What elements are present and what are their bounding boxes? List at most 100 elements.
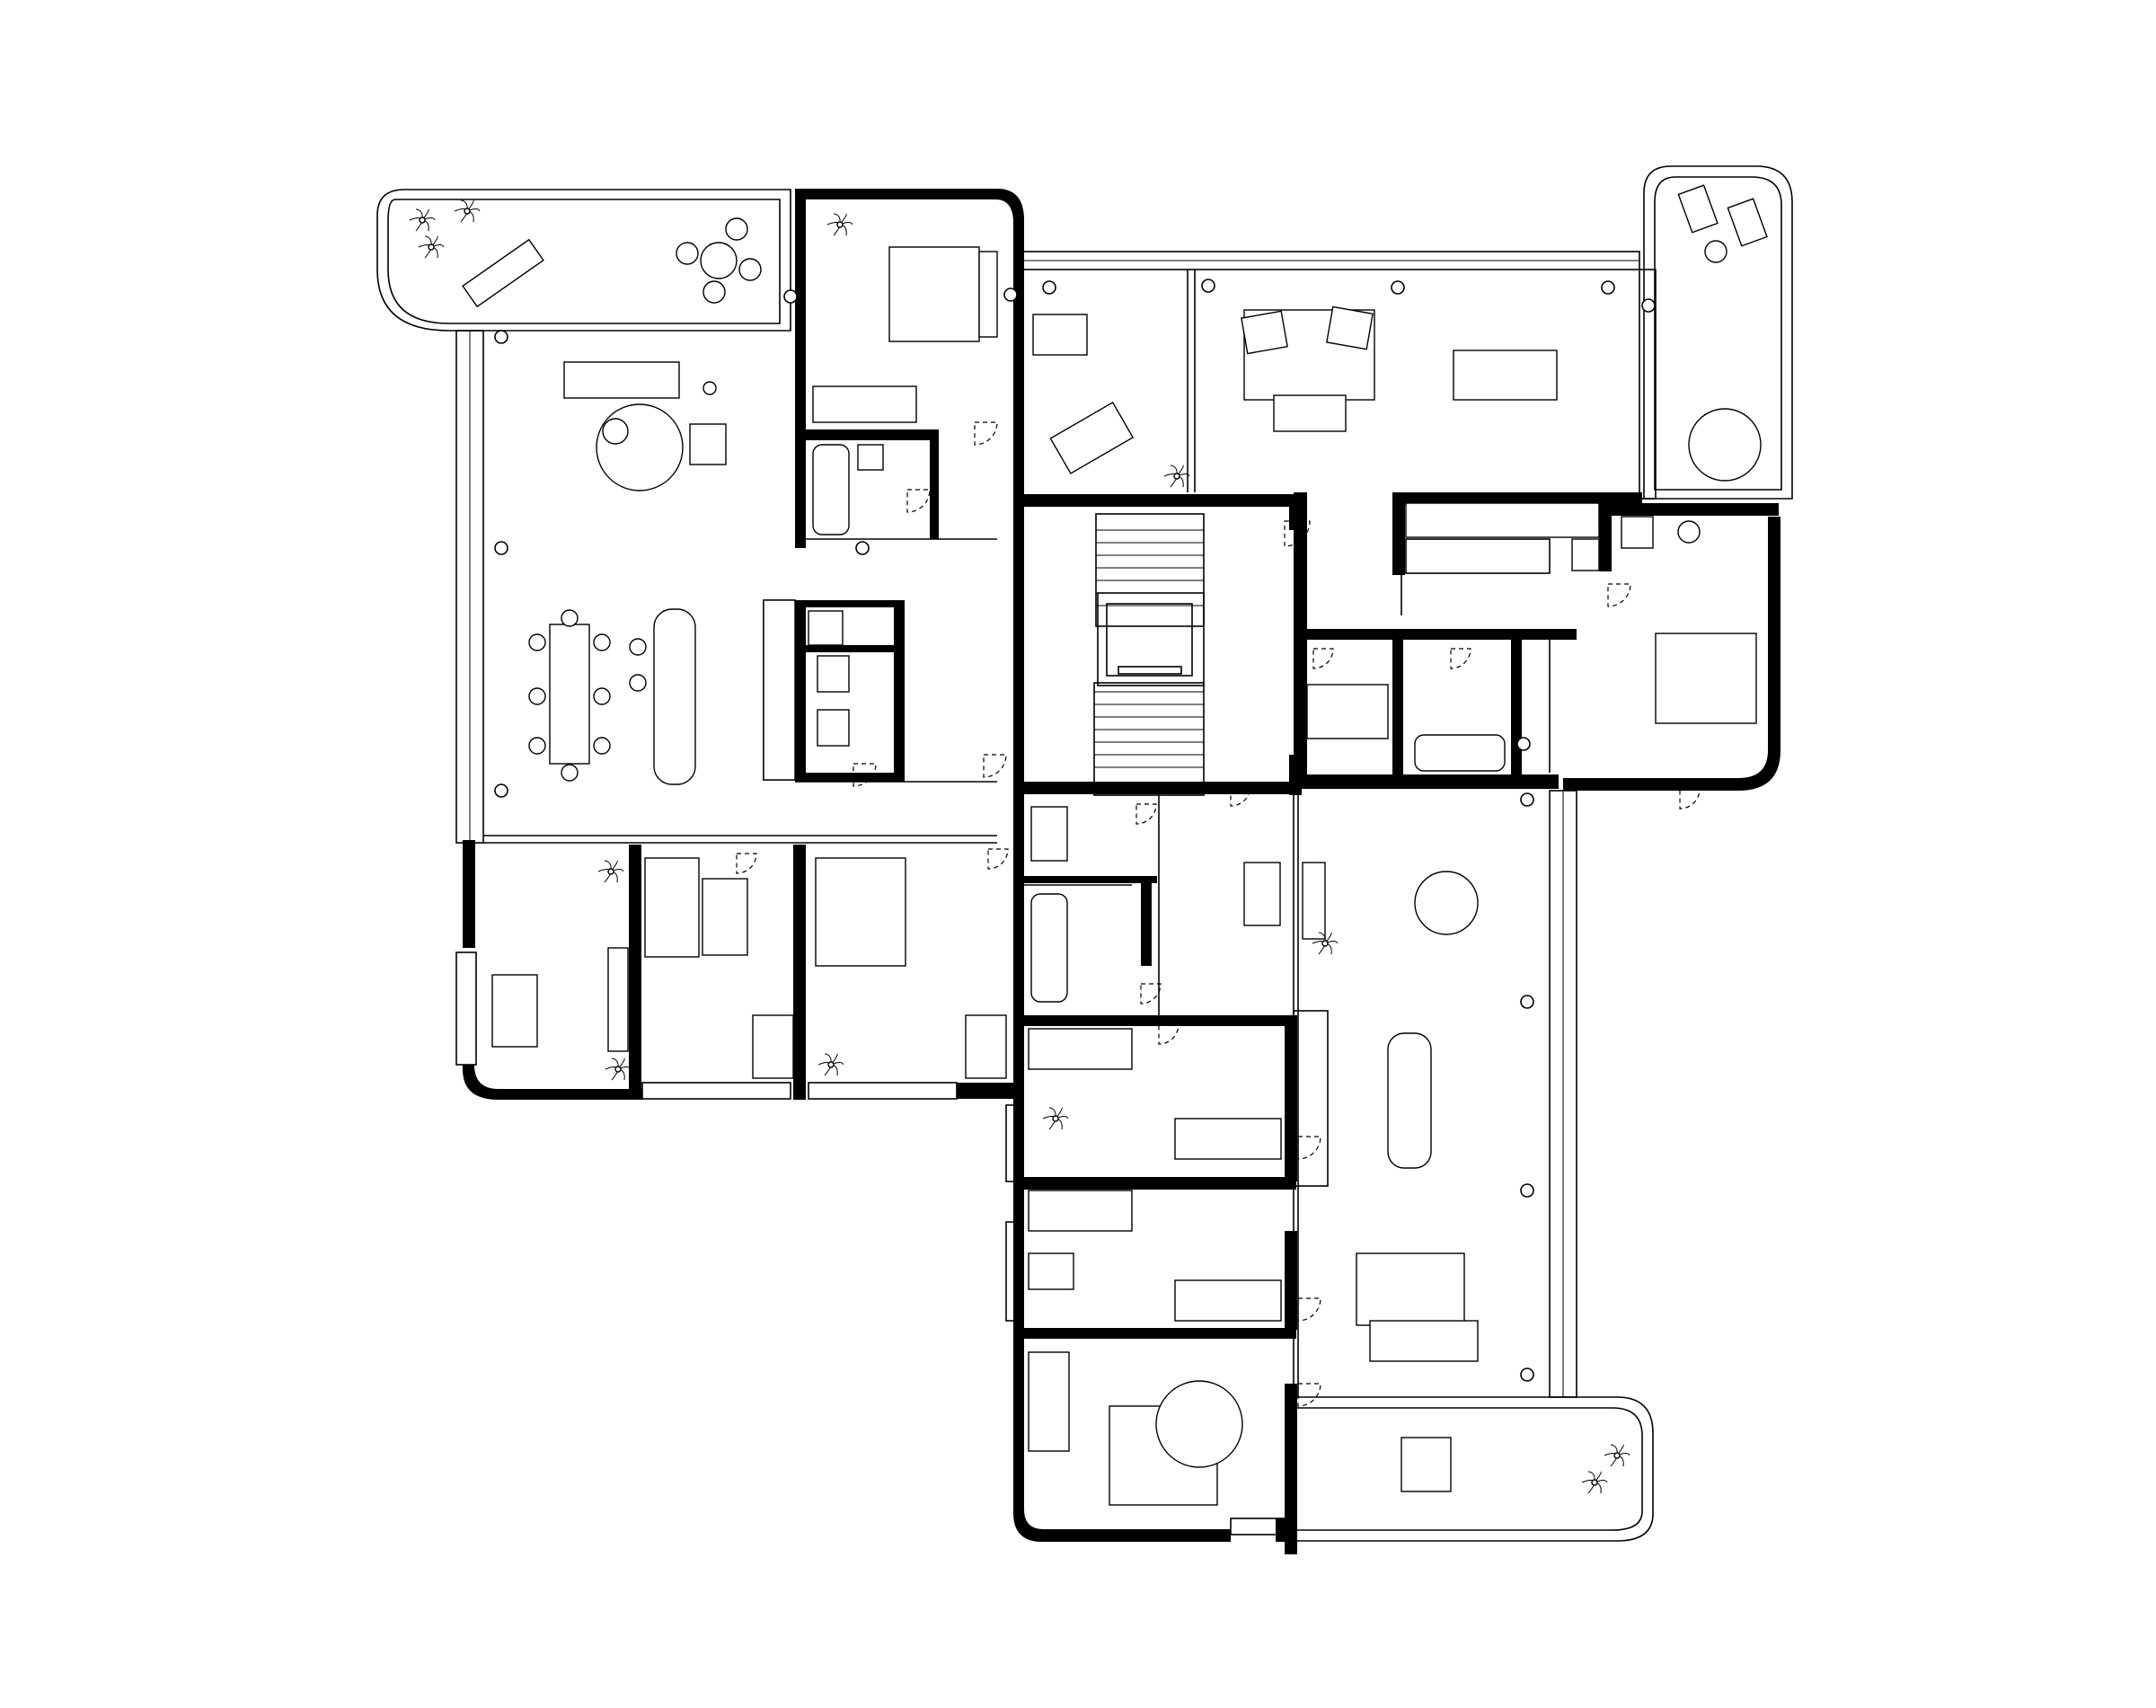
plant-icon [826, 213, 853, 236]
column [494, 330, 508, 344]
sink [857, 444, 884, 471]
plant-icon [1312, 932, 1339, 955]
desk [1028, 1252, 1074, 1290]
door-swing [1230, 785, 1251, 807]
wardrobe [1028, 1028, 1133, 1070]
round-table-with-chairs [676, 217, 762, 304]
dining-chair [528, 737, 546, 755]
plant-pot [1613, 1452, 1621, 1459]
door-swing [987, 848, 1009, 870]
door-swing [1297, 1136, 1321, 1160]
double-bed [1655, 633, 1757, 724]
door-swing [1158, 1023, 1180, 1045]
double-bed [888, 246, 980, 342]
single-bed [1174, 1279, 1282, 1322]
plant-pot [1591, 1479, 1598, 1486]
armchair [1621, 516, 1654, 549]
door-swings [736, 421, 1701, 1407]
dining-chair [629, 638, 647, 656]
armchair [1326, 305, 1374, 350]
plant-icon [1581, 1471, 1608, 1494]
plant-icon [409, 208, 436, 232]
plant-icon [454, 199, 481, 223]
kitchen-counter [763, 599, 796, 781]
column [1520, 995, 1534, 1009]
plant-pot [1321, 940, 1329, 947]
dining-chair [593, 687, 611, 705]
armchair [1241, 310, 1288, 355]
bathtub [812, 444, 850, 535]
door-swing [1140, 983, 1162, 1004]
door-swing [1135, 803, 1157, 825]
bathtub [1414, 734, 1506, 772]
shelf [607, 947, 629, 1052]
dining-chair [593, 737, 611, 755]
dining-table [549, 624, 590, 765]
desk [1032, 314, 1088, 356]
door-swing [1284, 520, 1311, 547]
dining-chair [561, 764, 579, 782]
column [1516, 737, 1531, 751]
sofa [1369, 1320, 1479, 1362]
plant-pot [614, 1066, 622, 1073]
column [494, 541, 508, 555]
plant-pot [827, 1061, 835, 1068]
column [1520, 1183, 1534, 1198]
parasol [1688, 408, 1762, 482]
door-swing [736, 853, 757, 874]
walls [463, 189, 1780, 1554]
column [1520, 792, 1534, 807]
plant-icon [1604, 1444, 1630, 1467]
door-swing [1607, 583, 1631, 607]
desk [491, 974, 538, 1048]
wardrobe [752, 1014, 794, 1079]
dining-table [1453, 350, 1558, 401]
sink [1030, 806, 1068, 862]
cabinet [1243, 862, 1281, 926]
double-bed [815, 857, 906, 967]
plant-pot [607, 868, 614, 875]
door-swing [1297, 1383, 1321, 1407]
sofa [563, 361, 680, 399]
dining-chair [561, 609, 579, 627]
stair-core [1093, 513, 1205, 796]
column [1391, 280, 1405, 295]
plant-icon [1163, 465, 1190, 488]
zigzag-rug [702, 878, 748, 956]
columns [494, 279, 1656, 1382]
round-rug [596, 403, 684, 491]
toilet [817, 709, 850, 747]
furniture [462, 184, 1768, 1506]
door-swing [974, 421, 998, 446]
kitchen-island [653, 608, 696, 785]
column [494, 783, 508, 798]
column [855, 541, 870, 555]
outdoor-table [1401, 1437, 1452, 1492]
armchair [689, 423, 727, 465]
wardrobe [965, 1014, 1007, 1079]
dining-chair [629, 674, 647, 692]
single-bed [644, 857, 700, 958]
deck-chair [1677, 184, 1719, 234]
door-swing [1679, 788, 1701, 810]
wardrobe [812, 385, 917, 423]
round-rug [1155, 1380, 1243, 1468]
plant-pot [419, 217, 426, 224]
bathtub [1030, 893, 1068, 1003]
plant-pot [464, 208, 471, 215]
wardrobe [1028, 1351, 1070, 1452]
plant-icon [418, 235, 445, 259]
column [1641, 298, 1656, 313]
dining-chair [593, 633, 611, 651]
sofa-with-rug [1356, 1252, 1465, 1326]
wardrobe [1028, 1190, 1133, 1232]
shower [817, 655, 850, 693]
plant-pot [836, 221, 844, 228]
column [783, 289, 798, 304]
plant-pot [1173, 473, 1180, 480]
deck-chair [1727, 198, 1768, 247]
column [1201, 279, 1215, 293]
toilet [808, 610, 844, 646]
plant-icon [605, 1058, 632, 1081]
